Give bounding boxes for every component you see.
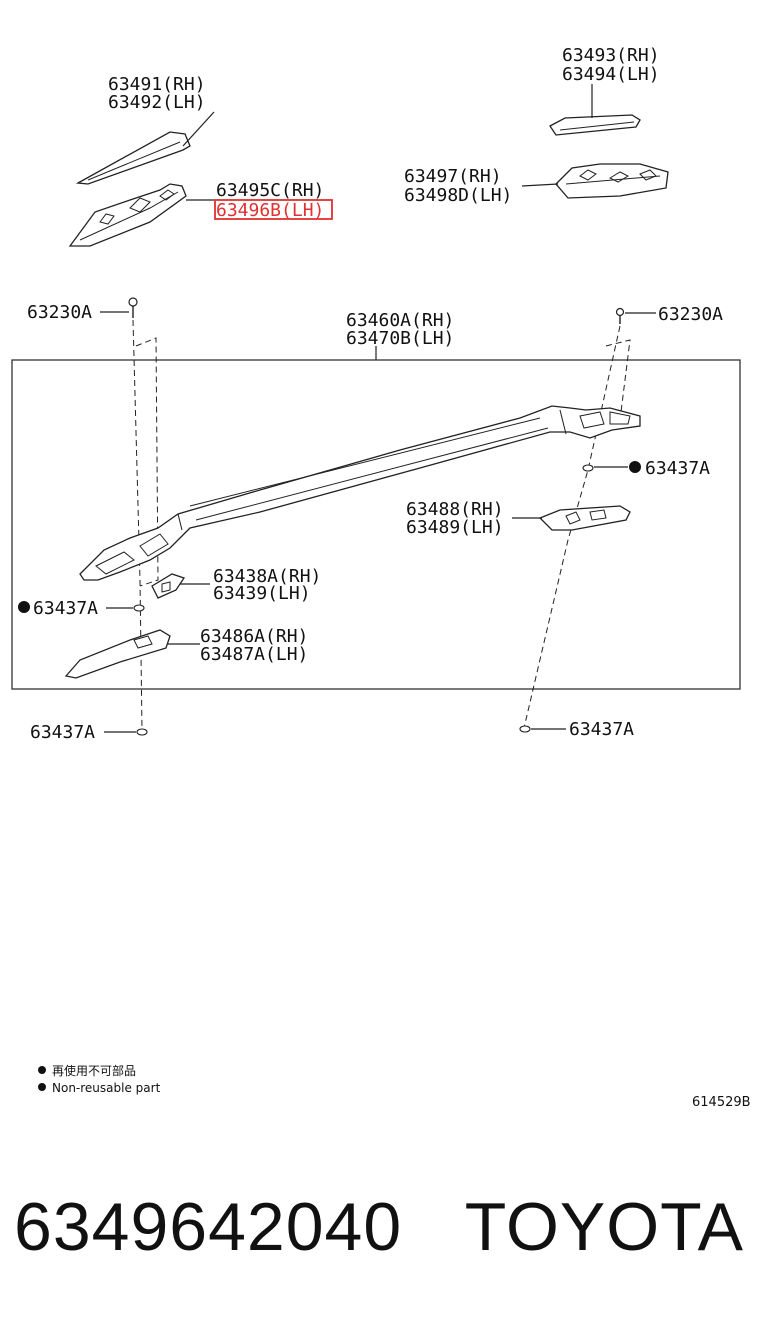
label-63470b: 63470B(LH) xyxy=(346,328,454,349)
label-63437a-right-mid: 63437A xyxy=(645,458,710,479)
label-63230a-right: 63230A xyxy=(658,304,723,325)
label-63437a-right-bottom: 63437A xyxy=(569,719,634,740)
label-63438a: 63438A(RH) xyxy=(213,566,321,587)
non-reusable-dot-left-icon xyxy=(18,601,30,613)
label-63439: 63439(LH) xyxy=(213,583,311,604)
cover-63488-part xyxy=(538,505,631,531)
dashed-box-left xyxy=(135,337,159,587)
legend-text-jp: 再使用不可部品 xyxy=(52,1063,136,1078)
dashed-guide-left xyxy=(132,319,143,731)
legend-text-en: Non-reusable part xyxy=(52,1081,161,1095)
brand-name: TOYOTA xyxy=(464,1189,744,1265)
label-63494: 63494(LH) xyxy=(562,64,660,85)
footer: 6349642040 TOYOTA xyxy=(0,1188,760,1288)
legend-dot-icon-2 xyxy=(38,1083,46,1091)
label-63460a: 63460A(RH) xyxy=(346,310,454,331)
cover-63493-part xyxy=(549,114,641,136)
cover-63491-part xyxy=(75,131,191,185)
label-63437a-left-mid: 63437A xyxy=(33,598,98,619)
base-63497-part xyxy=(555,163,669,199)
label-63488: 63488(RH) xyxy=(406,499,504,520)
assembly-frame xyxy=(11,359,741,690)
label-63496b: 63496B(LH) xyxy=(216,200,324,221)
dashed-box-right xyxy=(597,339,631,431)
diagram-code: 614529B xyxy=(692,1095,751,1110)
label-63498d: 63498D(LH) xyxy=(404,185,512,206)
non-reusable-dot-right-icon xyxy=(629,461,641,473)
label-63489: 63489(LH) xyxy=(406,517,504,538)
clip-left-mid-icon xyxy=(133,604,145,612)
label-63487a: 63487A(LH) xyxy=(200,644,308,665)
screw-right-icon xyxy=(615,307,625,324)
legend-dot-icon-1 xyxy=(38,1066,46,1074)
roof-rail-63460a-part xyxy=(79,405,641,581)
leader-63497 xyxy=(521,183,559,187)
label-63493: 63493(RH) xyxy=(562,45,660,66)
label-63497: 63497(RH) xyxy=(404,166,502,187)
screw-left-icon xyxy=(128,297,138,318)
leader-63491 xyxy=(182,111,215,147)
part-number: 6349642040 xyxy=(14,1189,403,1265)
clip-right-mid-icon xyxy=(582,464,594,472)
label-63230a-left: 63230A xyxy=(27,302,92,323)
label-63492: 63492(LH) xyxy=(108,92,206,113)
label-63495c: 63495C(RH) xyxy=(216,180,324,201)
base-63495c-part xyxy=(68,183,187,247)
bracket-63438a-part xyxy=(151,573,186,599)
highlight-box-63496b xyxy=(214,199,333,220)
clip-right-bottom-icon xyxy=(519,725,531,733)
label-63491: 63491(RH) xyxy=(108,74,206,95)
label-63486a: 63486A(RH) xyxy=(200,626,308,647)
clip-left-bottom-icon xyxy=(136,728,148,736)
dashed-guide-right xyxy=(523,325,621,729)
label-63437a-left-bottom: 63437A xyxy=(30,722,95,743)
cover-63486a-part xyxy=(64,629,171,679)
